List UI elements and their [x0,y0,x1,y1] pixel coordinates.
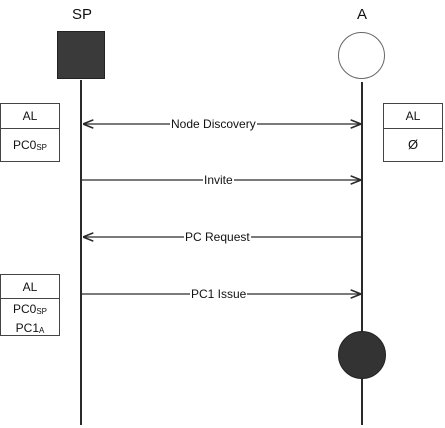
sp-lifeline [80,80,82,425]
sp-state-box-1: AL PC0SP [0,103,60,162]
sp-box2-pc0-sub: SP [36,307,47,316]
a-box1-row: Ø [407,137,419,152]
sp-box2-title: AL [1,275,59,299]
a-lifeline [361,82,363,425]
sp-box1-pc-sub: SP [36,143,47,152]
sp-box2-pc1-label: PC1 [15,321,39,335]
sp-box2-row1: PC0SP [1,301,59,320]
sp-box2-pc1-sub: A [39,326,45,335]
sp-box2-row2: PC1A [1,320,59,339]
a-circle-node-start [338,32,385,79]
sp-box1-pc-label: PC0 [12,138,37,152]
message-label-invite: Invite [203,173,234,187]
a-state-box-1: AL Ø [383,103,443,162]
sp-box1-title: AL [1,104,59,129]
sp-state-box-2: AL PC0SP PC1A [0,274,60,336]
sp-box2-pc0-label: PC0 [12,302,37,316]
message-label-pc-request: PC Request [184,230,251,244]
actor-a-label: A [356,6,367,23]
sp-square-node [57,31,105,79]
sp-box1-row: PC0SP [1,129,59,161]
actor-sp-label: SP [71,6,92,23]
message-label-pc1-issue: PC1 Issue [190,287,248,301]
message-label-node-discovery: Node Discovery [170,117,257,131]
a-box1-title: AL [384,104,442,129]
a-circle-node-end [338,331,386,379]
sp-box2-rows: PC0SP PC1A [1,299,59,335]
